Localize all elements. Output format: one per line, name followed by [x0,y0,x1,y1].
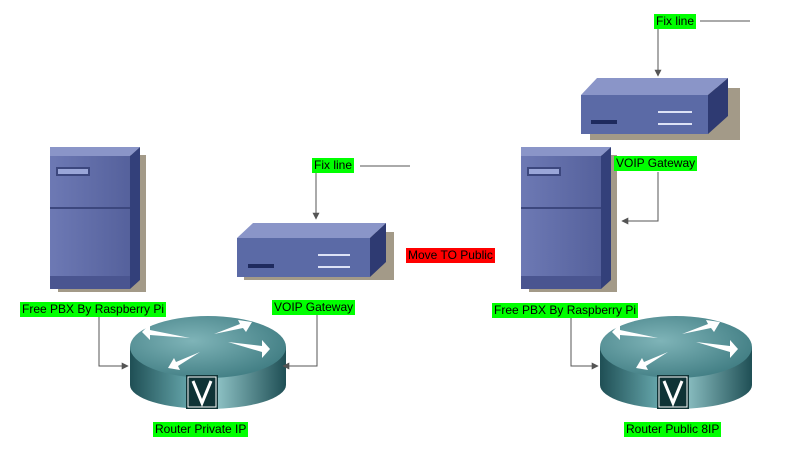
right-server-label: Free PBX By Raspberry Pi [492,303,639,318]
left-fix-line-label: Fix line [312,158,355,173]
right-router-label: Router Public 8IP [624,422,722,437]
gateway-icon [237,223,394,280]
router-icon [600,316,752,409]
left-gateway-label: VOIP Gateway [272,300,356,315]
connector-lines [570,20,750,370]
right-gateway-label: VOIP Gateway [614,156,698,171]
right-fix-line-label: Fix line [654,14,697,29]
server-icon [50,147,146,292]
left-router-label: Router Private IP [153,422,249,437]
connector-lines [98,165,410,370]
router-icon [130,316,286,409]
move-to-public-label: Move TO Public [406,248,495,263]
left-server-label: Free PBX By Raspberry Pi [20,302,167,317]
server-icon [521,147,617,292]
gateway-icon [581,78,740,140]
